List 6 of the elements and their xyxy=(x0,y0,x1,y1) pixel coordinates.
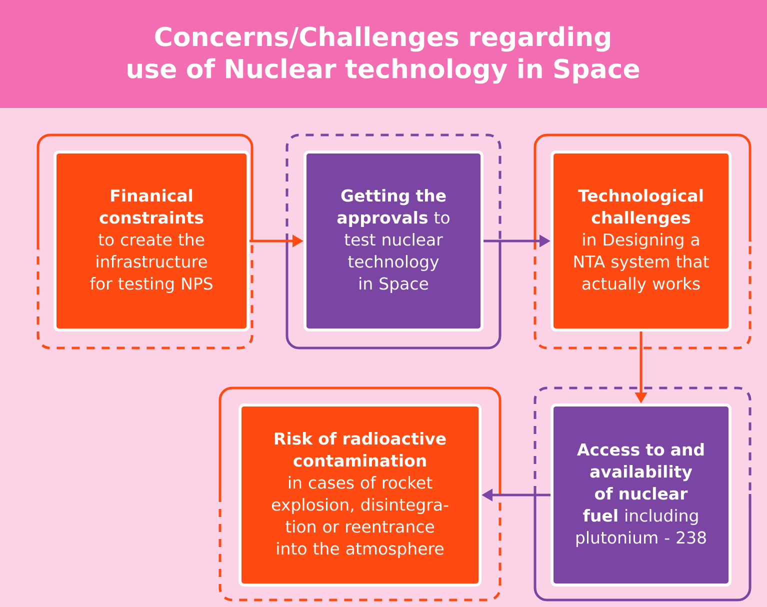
process-box: Access to and availability of nuclear fuel including plutonium - 238 xyxy=(550,404,732,586)
process-box: Finanical constraints to create the infrastructure for testing NPS xyxy=(54,150,250,332)
process-box: Risk of radioactive contamination in cases of rocket explosion, disintegra-tion or reentrance into the atmosphere xyxy=(238,404,482,586)
title-band: Concerns/Challenges regarding use of Nuclear technology in Space xyxy=(0,0,767,108)
process-box: Getting the approvals to test nuclear technology in Space xyxy=(304,150,484,332)
process-box: Technological challenges in Designing a NTA system that actually works xyxy=(550,150,732,332)
